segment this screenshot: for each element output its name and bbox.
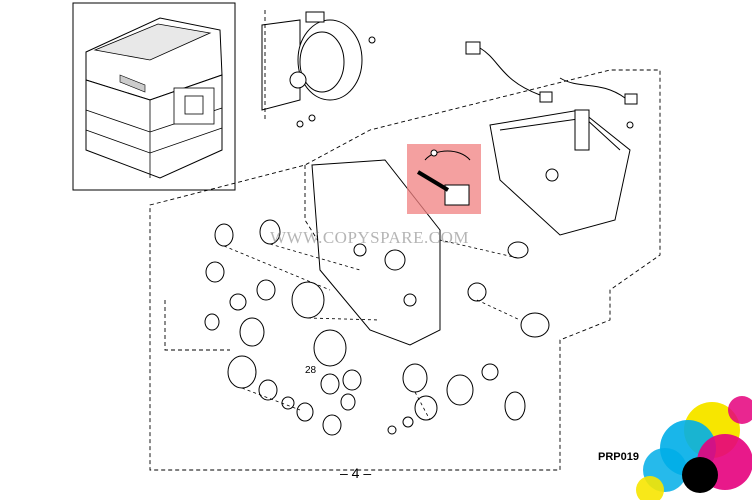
gear-set — [204, 219, 550, 436]
page-number: – 4 – — [340, 465, 372, 481]
right-bracket — [489, 109, 634, 236]
wire-harness — [465, 41, 638, 105]
solenoid — [416, 149, 471, 206]
callout-label: 28 — [305, 365, 317, 376]
cmyk-logo — [636, 396, 752, 500]
leader-lines — [223, 239, 521, 421]
watermark: WWW.COPYSPARE.COM — [270, 228, 470, 247]
figure-ref: PRP019 — [598, 451, 639, 463]
copier-inset — [72, 2, 236, 191]
highlight-box — [407, 144, 481, 214]
motor-assembly — [261, 11, 376, 128]
